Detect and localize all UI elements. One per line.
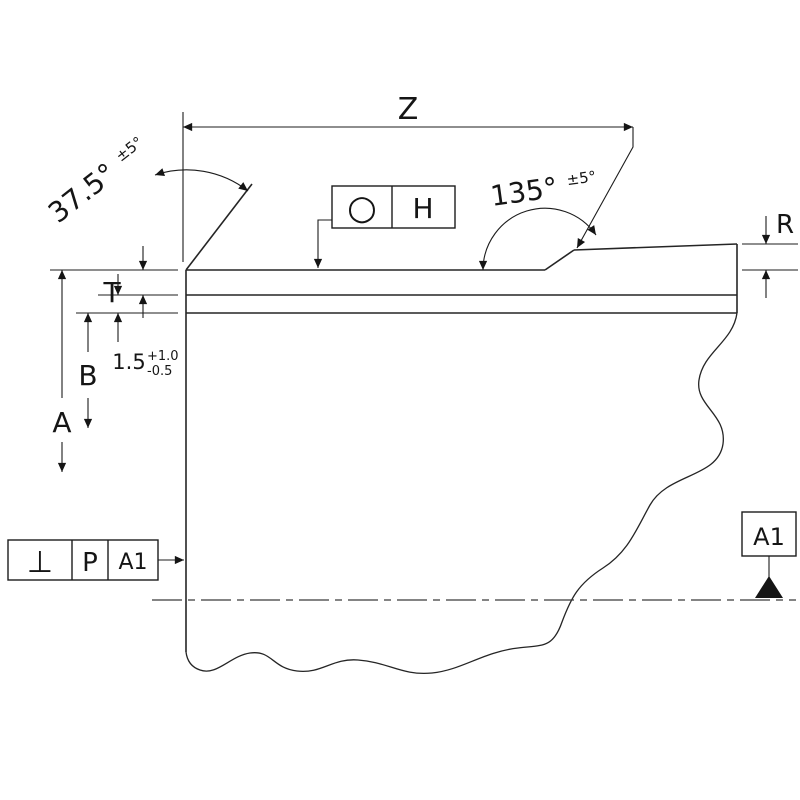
- root-gap-tolerance-plus: +1.0: [147, 349, 179, 364]
- dim-t-label: T: [102, 276, 121, 309]
- datum-target-label: A1: [753, 523, 785, 551]
- dim-z-leader: [576, 127, 634, 249]
- dim-bevel-angle: 37.5° ±5°: [42, 131, 249, 230]
- bevel-edge-line: [185, 183, 253, 271]
- datum-target: A1: [741, 511, 797, 598]
- dim-b-label: B: [78, 359, 97, 392]
- break-line: [185, 312, 738, 675]
- bevel-angle-label: 37.5° ±5°: [42, 131, 155, 229]
- dim-groove-angle: 135° ±5°: [478, 165, 599, 271]
- perp-frame-letter: P: [82, 548, 98, 578]
- dim-t: T: [102, 246, 148, 318]
- groove-step-line: [544, 249, 575, 271]
- bevel-angle-arc: [154, 168, 249, 192]
- groove-angle-tolerance: ±5°: [565, 167, 597, 189]
- bevel-angle-tolerance: ±5°: [112, 133, 146, 165]
- circularity-symbol-icon: ○: [347, 188, 377, 228]
- bevel-angle-value: 37.5°: [42, 157, 122, 230]
- perp-frame-datum-ref: A1: [118, 550, 147, 575]
- dim-r: R: [742, 210, 798, 298]
- circularity-frame-box: [331, 185, 456, 229]
- dim-b: B: [78, 313, 98, 428]
- land-top-line: [573, 243, 738, 251]
- circularity-letter: H: [412, 192, 433, 225]
- groove-angle-arc: [478, 207, 597, 271]
- groove-angle-value: 135°: [488, 171, 559, 213]
- groove-angle-label: 135° ±5°: [488, 165, 599, 213]
- dim-root-gap: 1.5 +1.0 -0.5: [112, 274, 179, 379]
- dim-a: A: [52, 270, 72, 472]
- part-outline: [185, 183, 738, 675]
- dim-z-label: Z: [398, 92, 419, 127]
- circularity-frame-leader: [313, 219, 332, 268]
- root-gap-value: 1.5: [112, 350, 145, 374]
- circularity-frame: ○ H: [313, 185, 456, 268]
- root-gap-tolerance-minus: -0.5: [147, 364, 172, 379]
- datum-target-triangle-icon: [755, 576, 783, 598]
- left-extension-lines: [50, 269, 178, 314]
- dim-a-label: A: [52, 406, 71, 439]
- perpendicularity-frame: ⊥ P A1: [7, 539, 184, 581]
- dim-r-label: R: [776, 210, 794, 240]
- perpendicularity-symbol-icon: ⊥: [27, 545, 53, 580]
